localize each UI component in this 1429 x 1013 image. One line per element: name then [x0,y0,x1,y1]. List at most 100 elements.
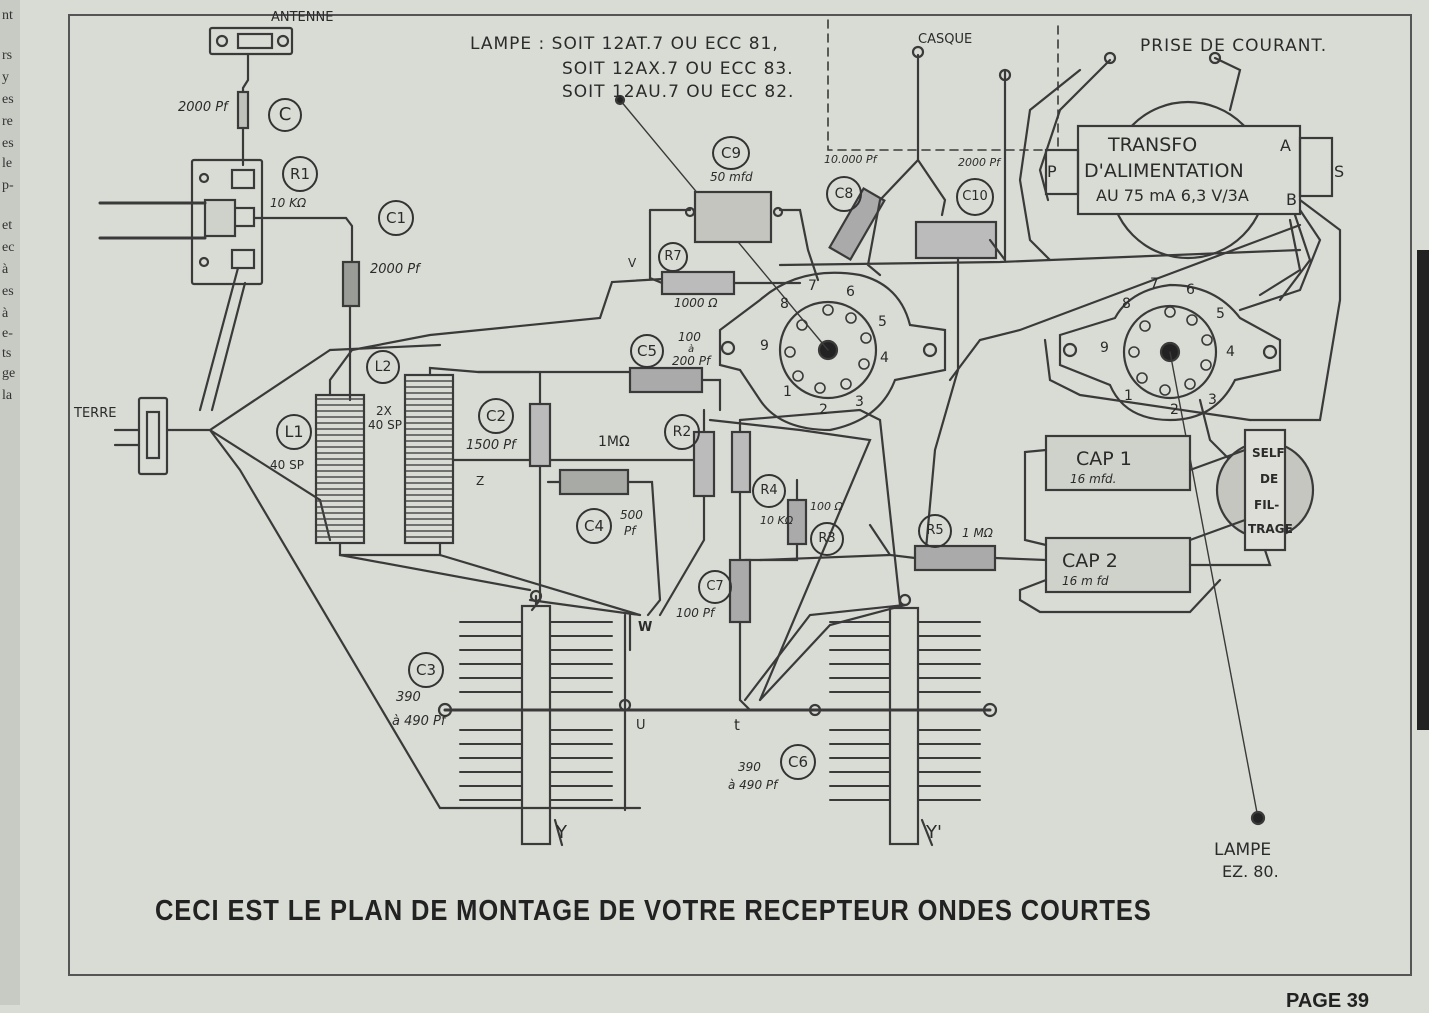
c9-value: 50 mfd [710,170,753,184]
margin-text-fragment: la [2,388,13,403]
margin-text-fragment: ge [2,366,16,381]
margin-text-fragment: à [2,306,9,321]
page-label: PAGE 39 [1286,990,1369,1012]
capacitor-c9 [693,190,773,244]
self-label-1: SELF [1252,446,1285,460]
c4-value-1: 500 [620,508,643,522]
right-edge-bar [1417,250,1429,730]
tube1-pin-8: 8 [780,296,789,312]
capacitor-c10 [914,220,998,260]
coil-l2 [403,373,455,545]
w-label: W [638,620,653,635]
self-label-3: FIL- [1254,498,1280,512]
lampe-ez-label-1: LAMPE [1214,840,1272,860]
tube1-pin-5: 5 [878,314,887,330]
antenna-terminal [208,26,294,56]
r5-value: 1 MΩ [962,526,993,540]
r4-value: 10 KΩ [760,514,794,527]
c3-label: C3 [408,652,444,688]
tube2-pin-7: 7 [1150,276,1159,292]
margin-text-fragment: à [2,262,9,277]
c1-value: 2000 Pf [370,262,420,277]
capacitor-c2 [528,402,552,468]
terre-label: TERRE [74,406,117,421]
tube2-pin-2: 2 [1170,402,1179,418]
c9-label: C9 [712,136,750,170]
cap2-label: CAP 2 [1062,550,1118,572]
l2-label: L2 [366,350,400,384]
transfo-label-1: TRANSFO [1108,134,1198,156]
cap1-label: CAP 1 [1076,448,1132,470]
r1-label: R1 [282,156,318,192]
c4-label: C4 [576,508,612,544]
transfo-label-3: AU 75 mA 6,3 V/3A [1096,186,1249,205]
antenne-label: ANTENNE [271,10,334,25]
self-label-4: TRAGE [1248,522,1293,536]
transfo-b: B [1286,190,1297,209]
transfo-s: S [1334,162,1345,181]
cap2-value: 16 m fd [1062,574,1109,588]
c6-value-1: 390 [738,760,761,774]
margin-text-fragment: re [2,114,13,129]
tube2-pin-4: 4 [1226,344,1235,360]
c3-value-2: à 490 Pf [392,714,446,729]
r1-value: 10 KΩ [270,196,307,210]
c6-label: C6 [780,744,816,780]
margin-text-fragment: et [2,218,13,233]
tube2-pin-1: 1 [1124,388,1133,404]
tube1-pin-3: 3 [855,394,864,410]
c2-label: C2 [478,398,514,434]
c5-label: C5 [630,334,664,368]
c5-value-2: à [688,344,695,355]
lampe-ez-label-2: EZ. 80. [1222,862,1279,881]
cap1-value: 16 mfd. [1070,472,1117,486]
resistor-r5 [913,544,997,572]
l2-value-2: 40 SP [368,418,402,432]
c10-label: C10 [956,178,994,216]
lampe-note-1: LAMPE : SOIT 12AT.7 OU ECC 81, [470,34,779,54]
tube2-pin-6: 6 [1186,282,1195,298]
r4-label: R4 [752,474,786,508]
transfo-p: P [1047,162,1057,181]
r5-label: R5 [918,514,952,548]
lampe-note-3: SOIT 12AU.7 OU ECC 82. [562,82,795,102]
l1-value: 40 SP [270,458,304,472]
transformer-body [1076,124,1302,216]
l1-label: L1 [276,414,312,450]
tube1-pin-7: 7 [808,278,817,294]
diagram-caption: CECI EST LE PLAN DE MONTAGE DE VOTRE REC… [155,895,1152,927]
tube1-pin-2: 2 [819,402,828,418]
tube1-pin-6: 6 [846,284,855,300]
tube2-pin-8: 8 [1122,296,1131,312]
t-label: t [734,716,740,734]
c10-value: 2000 Pf [958,156,1000,169]
r2-label: R2 [664,414,700,450]
v-label: V [628,256,637,270]
c1-label: C1 [378,200,414,236]
margin-text-fragment: p- [2,178,14,193]
l2-value-1: 2X [376,404,392,418]
c8-value: 10.000 Pf [824,153,877,166]
margin-text-fragment: le [2,156,13,171]
terre-terminal [137,396,169,476]
margin-text-fragment: es [2,92,14,107]
tube2-socket [1058,283,1282,422]
u-label: U [636,718,646,733]
r3-value: 100 Ω [810,500,843,513]
margin-text-fragment: ts [2,346,12,361]
capacitor-c1 [341,260,361,308]
tube2-pin-9: 9 [1100,340,1109,356]
tube1-pin-4: 4 [880,350,889,366]
capacitor-c8 [828,187,886,261]
transfo-a: A [1280,136,1291,155]
transfo-label-2: D'ALIMENTATION [1084,160,1244,182]
tube1-pin-9: 9 [760,338,769,354]
lampe-note-2: SOIT 12AX.7 OU ECC 83. [562,59,794,79]
prise-label: PRISE DE COURANT. [1140,36,1328,56]
y-label: Y [556,822,567,843]
resistor-r7 [660,270,736,296]
tube2-pin-3: 3 [1208,392,1217,408]
y-prime-label: Y' [926,822,942,843]
